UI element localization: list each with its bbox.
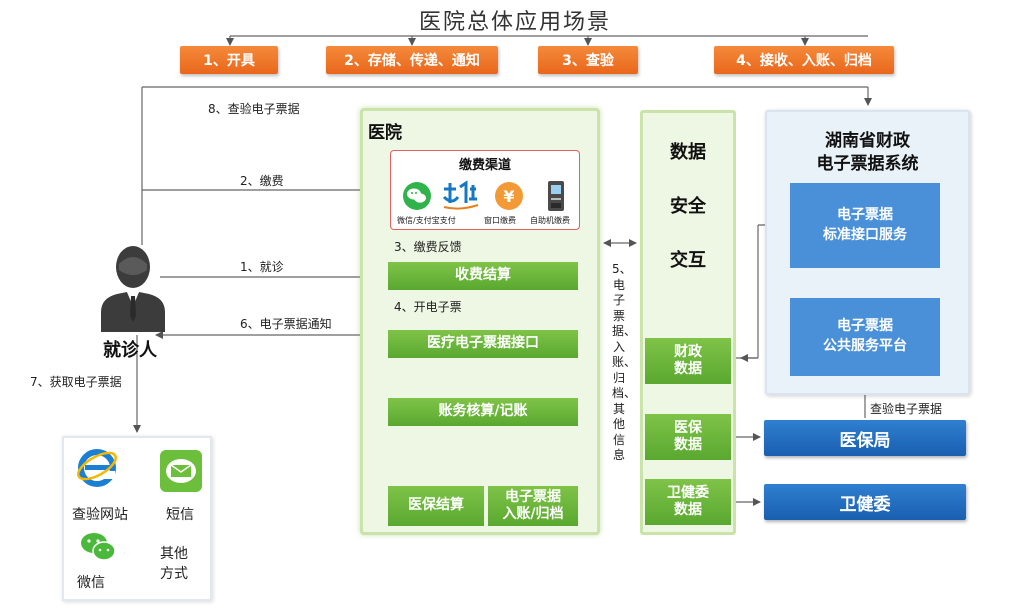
wechat-icon: [403, 182, 431, 210]
channel-label-window: 窗口缴费: [484, 216, 516, 225]
step-receive-archive: 4、接收、入账、归档: [714, 46, 894, 74]
finance-data-box: 财政 数据: [645, 338, 731, 384]
channel-website-label: 查验网站: [72, 507, 128, 523]
flow-label-visit: 1、就诊: [240, 260, 284, 274]
public-service-platform: 电子票据 公共服务平台: [790, 298, 940, 376]
charge-settlement: 收费结算: [388, 262, 578, 290]
data-security-panel: [640, 110, 736, 535]
channel-other-label: 其他 方式: [160, 546, 188, 582]
insurance-settlement: 医保结算: [388, 486, 484, 526]
standard-api-service: 电子票据 标准接口服务: [790, 183, 940, 268]
page-title: 医院总体应用场景: [418, 10, 611, 35]
flow-label-issue: 4、开电子票: [394, 300, 462, 314]
finance-system-title: 湖南省财政 电子票据系统: [816, 131, 919, 174]
channel-label-wechat-alipay: 微信/支付宝支付: [397, 216, 456, 225]
medical-insurance-bureau: 医保局: [764, 420, 966, 456]
sms-icon[interactable]: [158, 448, 204, 494]
svg-text:¥: ¥: [503, 187, 514, 206]
flow-label-obtain: 7、获取电子票据: [30, 375, 122, 389]
data-security-title: 数据 安全 交互: [670, 142, 706, 271]
hospital-title: 医院: [368, 123, 402, 143]
alipay-icon: [442, 180, 479, 210]
patient-label: 就诊人: [103, 340, 157, 361]
invoice-archive: 电子票据 入账/归档: [488, 486, 578, 526]
insurance-data-box: 医保 数据: [645, 414, 731, 460]
step-store-transfer-notify: 2、存储、传递、通知: [326, 46, 498, 74]
yuan-icon: ¥: [495, 182, 523, 210]
payment-channel-title: 缴费渠道: [458, 158, 511, 173]
patient-icon: [101, 246, 165, 332]
flow-label-pay: 2、缴费: [240, 174, 284, 188]
medical-invoice-interface: 医疗电子票据接口: [388, 330, 578, 358]
flow-label-verify-online: 8、查验电子票据: [208, 102, 300, 116]
accounting-box: 账务核算/记账: [388, 398, 578, 426]
channel-sms-label: 短信: [166, 507, 194, 523]
wechat-app-icon[interactable]: [80, 531, 116, 563]
channel-label-kiosk: 自助机缴费: [530, 216, 570, 225]
step-issue: 1、开具: [180, 46, 278, 74]
flow-label-notify: 6、电子票据通知: [240, 317, 332, 331]
flow-label-pay-feedback: 3、缴费反馈: [394, 240, 462, 254]
flow-label-verify-platform: 查验电子票据: [870, 402, 943, 416]
channel-wechat-label: 微信: [77, 575, 105, 591]
health-data-box: 卫健委 数据: [645, 479, 731, 525]
health-commission: 卫健委: [764, 484, 966, 520]
flow-label-side-info: 5、电子票据、入账、归档、其他信息: [612, 262, 637, 462]
ie-browser-icon[interactable]: [75, 446, 119, 490]
kiosk-icon: [548, 181, 564, 211]
step-verify: 3、查验: [538, 46, 638, 74]
